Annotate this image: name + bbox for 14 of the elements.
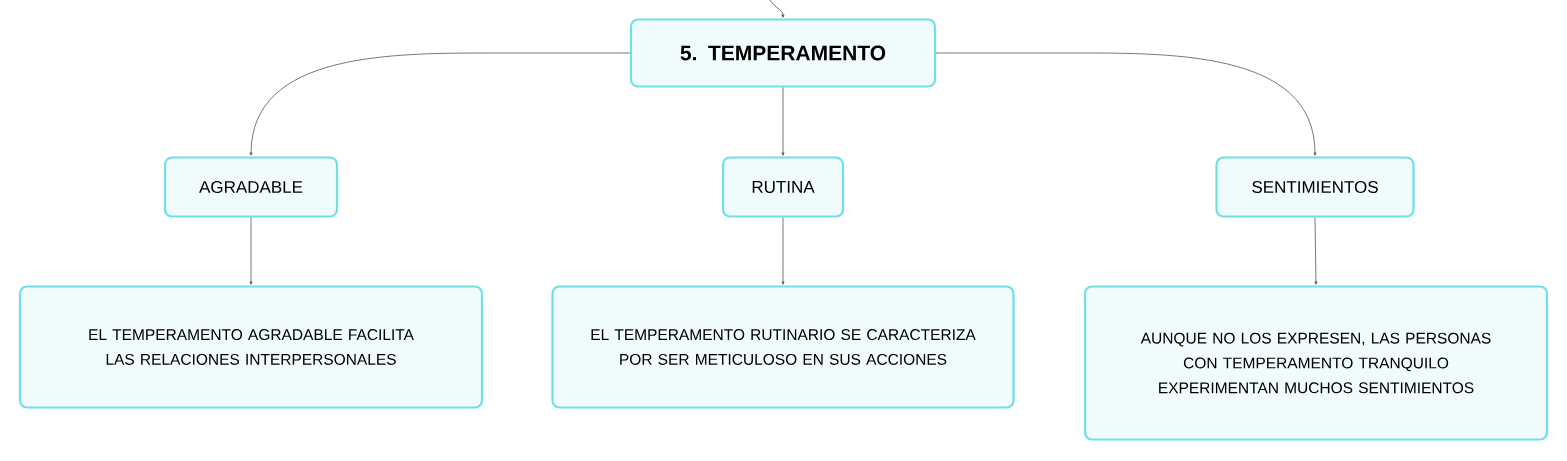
subtopic-box: AGRADABLE: [163, 156, 339, 218]
description-box: AUNQUE NO LOS EXPRESEN, LAS PERSONAS CON TEMPERAMENTO TRANQUILO EXPERIMENTAN MUCHOS SENTIMIENTOS: [1083, 285, 1549, 441]
subtopic-box: SENTIMIENTOS: [1215, 156, 1415, 218]
topic-box: 5. TEMPERAMENTO: [629, 18, 937, 88]
arrow: [781, 217, 785, 285]
arrow: [781, 87, 785, 156]
description-box: EL TEMPERAMENTO AGRADABLE FACILITA LAS RELACIONES INTERPERSONALES: [18, 285, 484, 409]
description-box: EL TEMPERAMENTO RUTINARIO SE CARACTERIZA POR SER METICULOSO EN SUS ACCIONES: [551, 285, 1015, 409]
arrow: [1314, 217, 1318, 285]
arrow: [249, 217, 253, 285]
arrow: [935, 52, 1317, 156]
arrow: [769, 0, 785, 18]
arrow: [249, 52, 631, 156]
subtopic-box: RUTINA: [721, 156, 845, 218]
